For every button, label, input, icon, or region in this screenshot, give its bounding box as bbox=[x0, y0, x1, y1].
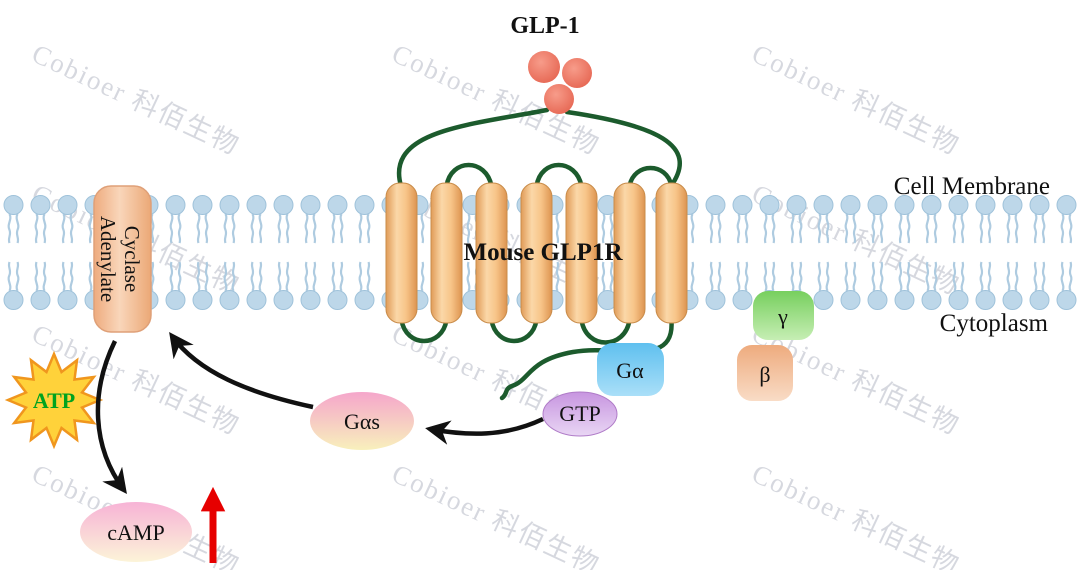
n-terminus-loop-right bbox=[564, 109, 682, 189]
tm-helix-7 bbox=[655, 182, 688, 324]
adenylate-cyclase-label-line2: Cyclase bbox=[120, 226, 144, 292]
gtp-molecule bbox=[542, 391, 618, 437]
cytoplasm-label: Cytoplasm bbox=[940, 310, 1049, 337]
receptor-loops bbox=[396, 107, 682, 401]
gtp-label: GTP bbox=[559, 401, 601, 426]
arrow-gtp-to-gas bbox=[425, 416, 544, 445]
ligand-sphere bbox=[562, 58, 592, 88]
glp1-ligand bbox=[528, 51, 592, 114]
atp-starburst bbox=[4, 350, 104, 450]
arrow-gas-to-ac bbox=[169, 331, 314, 410]
tm-helix-2 bbox=[430, 182, 463, 324]
watermark-text: Cobioer 科佰生物 bbox=[387, 458, 604, 570]
ligand-sphere bbox=[528, 51, 560, 83]
gamma-label: γ bbox=[777, 304, 788, 329]
tm-helix-6 bbox=[613, 182, 646, 324]
intracellular-loop-3 bbox=[579, 317, 632, 345]
cell-membrane-label: Cell Membrane bbox=[894, 173, 1050, 200]
arrow-ac-to-camp bbox=[95, 340, 127, 494]
extracellular-loop-1 bbox=[444, 162, 494, 189]
receptor-helices bbox=[385, 182, 688, 324]
g-alpha-s-protein bbox=[310, 392, 414, 450]
tm-helix-5 bbox=[565, 182, 598, 324]
intracellular-loop-1 bbox=[399, 317, 449, 344]
intracellular-loop-2 bbox=[489, 317, 539, 344]
watermark-text: Cobioer 科佰生物 bbox=[747, 458, 964, 570]
extracellular-loop-2 bbox=[534, 162, 584, 189]
g-alpha-label: Gα bbox=[616, 358, 644, 383]
tm-helix-4 bbox=[520, 182, 553, 324]
atp-label: ATP bbox=[33, 388, 75, 413]
beta-subunit bbox=[737, 345, 793, 401]
ligand-sphere bbox=[544, 84, 574, 114]
signal-arrows bbox=[95, 331, 544, 494]
extracellular-loop-3 bbox=[627, 165, 674, 189]
tm-helix-1 bbox=[385, 182, 418, 324]
g-alpha-s-label: Gαs bbox=[344, 409, 380, 434]
receptor-name: Mouse GLP1R bbox=[463, 239, 623, 266]
adenylate-cyclase-label-line1: Adenylate bbox=[96, 216, 120, 302]
beta-label: β bbox=[759, 362, 770, 387]
n-terminus-loop-left bbox=[396, 107, 550, 189]
watermark-text: Cobioer 科佰生物 bbox=[27, 38, 244, 161]
gamma-subunit bbox=[753, 291, 814, 340]
glp1-title: GLP-1 bbox=[510, 13, 579, 39]
adenylate-cyclase bbox=[93, 185, 152, 333]
g-alpha-subunit bbox=[597, 343, 664, 396]
camp-label: cAMP bbox=[107, 520, 164, 545]
tm-helix-3 bbox=[475, 182, 508, 324]
watermark-text: Cobioer 科佰生物 bbox=[747, 38, 964, 161]
camp-molecule bbox=[80, 502, 192, 562]
